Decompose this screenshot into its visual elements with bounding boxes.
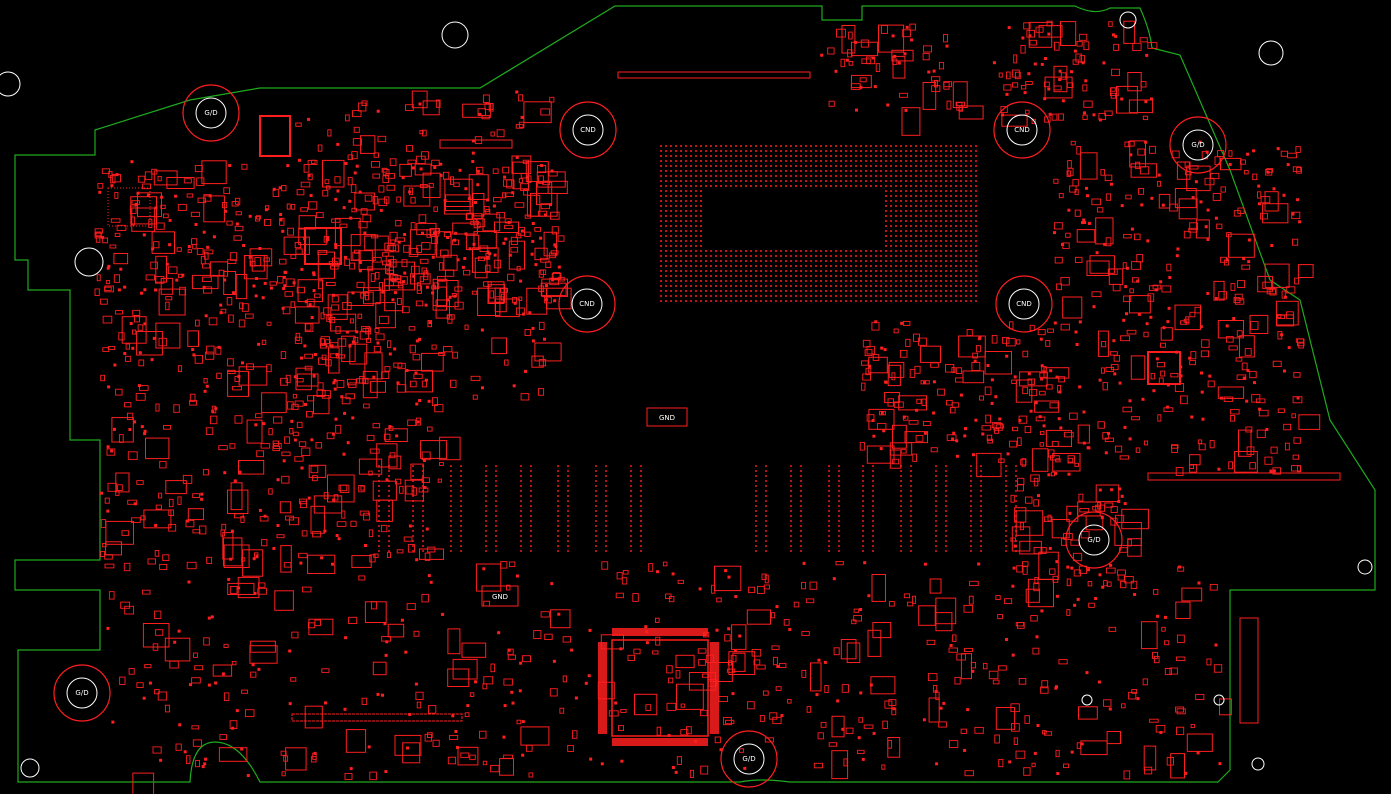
- mounting-hole-8: [66, 677, 98, 709]
- gnd-ring-label-7: G/D: [1087, 536, 1100, 544]
- mounting-hole-1: [195, 97, 227, 129]
- qfn-chip-1: [259, 115, 291, 157]
- gnd-pad-2-label: GND: [492, 593, 508, 601]
- hole-5: [74, 247, 104, 277]
- gnd-ring-label-1: G/D: [204, 109, 217, 117]
- qfn-chip-2: [304, 227, 342, 265]
- gnd-ring-8: [53, 664, 111, 722]
- header-strip: [439, 139, 513, 149]
- hole-2: [0, 71, 21, 97]
- mounting-hole-4: [1182, 129, 1214, 161]
- component-field: [94, 20, 1321, 794]
- gnd-ring-label-5: CND: [579, 300, 595, 308]
- hole-10: [20, 758, 40, 778]
- mcu-qfp-pins-right: [710, 642, 719, 734]
- mounting-hole-5: [571, 288, 603, 320]
- mounting-hole-2: [572, 114, 604, 146]
- gnd-ring-6: [995, 275, 1053, 333]
- gnd-ring-label-3: CND: [1014, 126, 1030, 134]
- cpu-bga: [660, 145, 977, 302]
- bottom-pad-strip: [291, 713, 463, 722]
- mounting-hole-7: [1078, 524, 1110, 556]
- gnd-ring-3: [993, 101, 1051, 159]
- gnd-ring-label-6: CND: [1016, 300, 1032, 308]
- board-outline: [14, 5, 1376, 783]
- hole-3: [1258, 40, 1284, 66]
- hole-7: [1081, 694, 1093, 706]
- gnd-ring-1: [182, 84, 240, 142]
- gnd-pad-1: [646, 407, 688, 427]
- mcu-qfp-pins-top: [612, 628, 708, 636]
- mounting-hole-9: [733, 743, 765, 775]
- mounting-holes: G/D CND CND G/D CND CND G/D G/D G/D: [0, 11, 1373, 788]
- memory-pad-columns: [378, 465, 1017, 552]
- hole-4: [1119, 11, 1137, 29]
- hole-1: [441, 21, 469, 49]
- mcu-qfp: [611, 639, 709, 737]
- mounting-hole-3: [1006, 114, 1038, 146]
- top-edge-connector: [617, 71, 811, 79]
- gnd-ring-7: [1065, 511, 1123, 569]
- qfn-chip-3: [1147, 351, 1181, 385]
- hole-8: [1213, 694, 1225, 706]
- gnd-ring-9: [720, 730, 778, 788]
- gnd-ring-label-2: CND: [580, 126, 596, 134]
- mcu-qfp-pins-bottom: [612, 738, 708, 746]
- gnd-pad-1-label: GND: [659, 414, 675, 422]
- gnd-ring-label-8: G/D: [75, 689, 88, 697]
- mounting-hole-6: [1008, 288, 1040, 320]
- fpc-connector-bottom-right: [1239, 617, 1259, 724]
- gnd-pad-2: [481, 585, 519, 607]
- fpc-connector-right: [1147, 472, 1341, 481]
- gnd-ring-2: [559, 101, 617, 159]
- gnd-ring-label-9: G/D: [742, 755, 755, 763]
- gnd-ring-5: [558, 275, 616, 333]
- mcu-qfp-pins-left: [598, 642, 607, 734]
- gnd-ring-label-4: G/D: [1191, 141, 1204, 149]
- hole-6: [1357, 559, 1373, 575]
- bga-small: [107, 187, 151, 227]
- gnd-ring-4: [1169, 116, 1227, 174]
- hole-9: [1251, 757, 1265, 771]
